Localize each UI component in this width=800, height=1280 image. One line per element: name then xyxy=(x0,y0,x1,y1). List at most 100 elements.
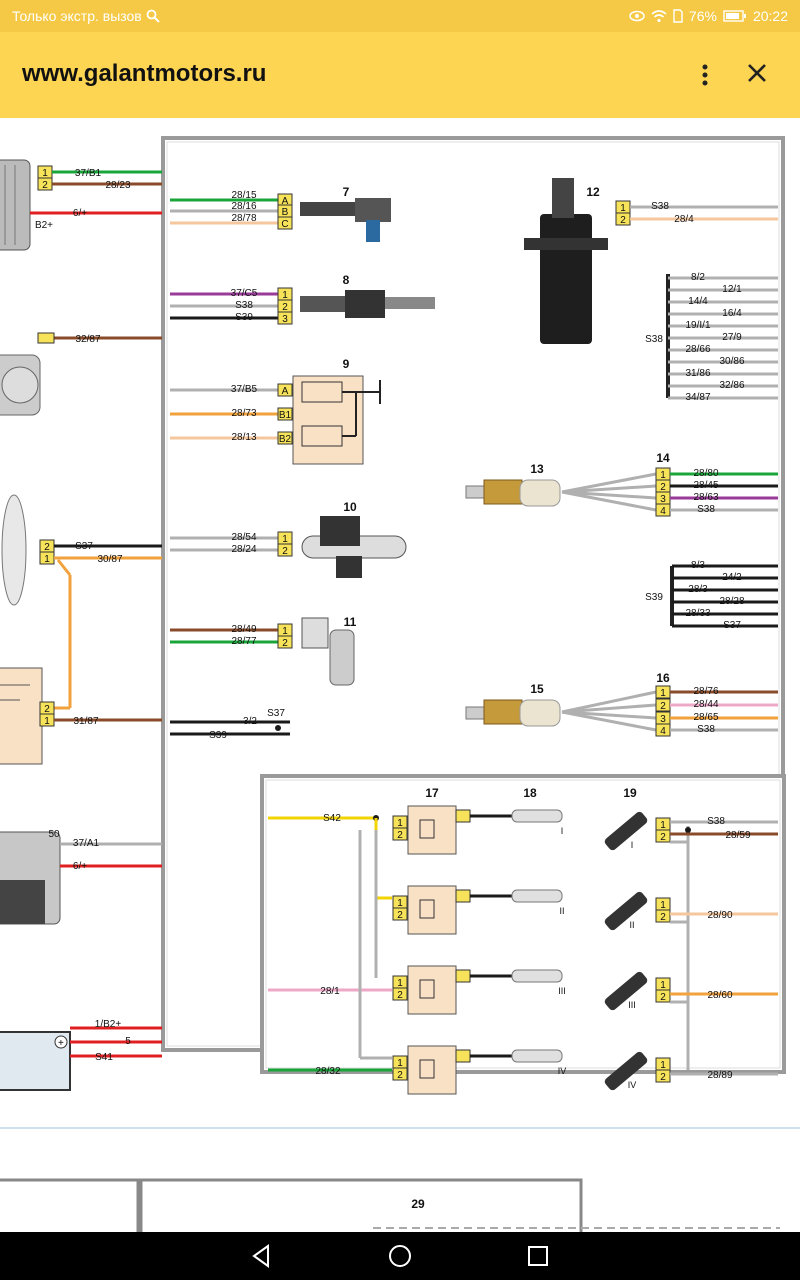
wire-label: 34/87 xyxy=(685,392,710,403)
wifi-icon xyxy=(651,10,667,23)
pin-label: 3 xyxy=(660,714,666,725)
wire-label: 28/13 xyxy=(231,432,256,443)
wire xyxy=(561,710,657,732)
wire-label: S38 xyxy=(235,300,253,311)
wire-label: 28/78 xyxy=(231,213,256,224)
connector-pin xyxy=(277,543,293,557)
sensor-13-body xyxy=(465,479,561,507)
wire-label: 28/15 xyxy=(231,190,256,201)
wire-label: 1/B2+ xyxy=(95,1019,122,1030)
pin-label: 2 xyxy=(42,180,48,191)
wire-label: S37 xyxy=(723,620,741,631)
cylinder-label: II xyxy=(629,920,634,930)
wire-label: 27/9 xyxy=(722,332,742,343)
wire-label: 28/3 xyxy=(688,584,708,595)
status-right: 76% 20:22 xyxy=(629,8,788,24)
component-number: 10 xyxy=(343,500,357,514)
wire-label: 28/33 xyxy=(685,608,710,619)
connector-pin xyxy=(455,969,471,983)
cylinder-label: III xyxy=(628,1000,636,1010)
wire-label: S42 xyxy=(323,813,341,824)
home-icon[interactable] xyxy=(384,1240,416,1272)
injector xyxy=(604,971,648,1011)
pin-label: 3 xyxy=(660,494,666,505)
cylinder-label: I xyxy=(631,840,634,850)
wire-label: 28/65 xyxy=(693,712,718,723)
pin-label: 1 xyxy=(397,1058,403,1069)
spark-plug xyxy=(511,809,563,823)
status-bar: Только экстр. вызов 76% 20:22 xyxy=(0,0,800,32)
pin-label: 2 xyxy=(660,912,666,923)
spark-plug xyxy=(511,969,563,983)
pin-label: 2 xyxy=(397,1070,403,1081)
wire xyxy=(561,472,657,494)
wire-label: S39 xyxy=(209,730,227,741)
component-number: 9 xyxy=(343,357,350,371)
kebab-menu-icon[interactable] xyxy=(690,58,720,92)
component-number: 8 xyxy=(343,273,350,287)
pin-label: 1 xyxy=(397,978,403,989)
wire-label: 32/87 xyxy=(75,334,100,345)
ignition-coil xyxy=(407,1045,457,1095)
wire-label: 28/24 xyxy=(231,544,256,555)
pin-label: 1 xyxy=(660,900,666,911)
wire-label: 28/59 xyxy=(725,830,750,841)
connector-pin xyxy=(277,216,293,230)
status-left: Только экстр. вызов xyxy=(12,8,160,24)
ignition-coil-12-body xyxy=(524,178,608,344)
wire-label: 28/16 xyxy=(231,201,256,212)
pin-label: B2 xyxy=(279,434,292,445)
pin-label: 2 xyxy=(397,910,403,921)
close-icon[interactable] xyxy=(740,56,774,90)
coil-symbol xyxy=(419,899,435,919)
wire-label: 37/C5 xyxy=(231,288,258,299)
connector-pin xyxy=(392,1067,408,1081)
page-url[interactable]: www.galantmotors.ru xyxy=(22,60,267,87)
wire-label: 24/2 xyxy=(722,572,742,583)
wire-label: S38 xyxy=(707,816,725,827)
wire xyxy=(561,710,657,720)
junction-label: S37 xyxy=(267,708,285,719)
connector-pin xyxy=(455,1049,471,1063)
wire-label: S38 xyxy=(697,724,715,735)
pin-label: 1 xyxy=(282,626,288,637)
wire-label: 28/1 xyxy=(320,986,340,997)
connector-pin xyxy=(277,407,293,421)
connector-pin xyxy=(37,332,55,344)
component-number: 14 xyxy=(656,451,670,465)
pin-label: 1 xyxy=(44,716,50,727)
component-number: 16 xyxy=(656,671,670,685)
pin-label: 2 xyxy=(397,990,403,1001)
injector xyxy=(604,811,648,851)
wire-label: 14/4 xyxy=(688,296,708,307)
battery: + xyxy=(0,1031,71,1091)
coil-symbol xyxy=(419,979,435,999)
connector-pin xyxy=(455,889,471,903)
pin-label: 4 xyxy=(660,726,666,737)
battery-icon xyxy=(723,10,746,22)
pin-label: 1 xyxy=(660,980,666,991)
wire-label: 3/2 xyxy=(243,716,257,727)
wire-label: 28/4 xyxy=(674,214,694,225)
connector-pin xyxy=(655,909,671,923)
pin-label: 1 xyxy=(660,470,666,481)
eye-icon xyxy=(629,10,645,22)
component-number: 19 xyxy=(623,786,637,800)
back-icon[interactable] xyxy=(246,1240,278,1272)
junction-dot xyxy=(685,827,691,833)
wire-label: 28/23 xyxy=(105,180,130,191)
recents-icon[interactable] xyxy=(522,1240,554,1272)
connector-pin xyxy=(277,383,293,397)
pin-label: A xyxy=(282,386,289,397)
sensor-7-body xyxy=(300,198,391,242)
web-content[interactable]: + xyxy=(0,118,800,1232)
component-number: 13 xyxy=(530,462,544,476)
wire-label: 28/66 xyxy=(685,344,710,355)
wire-label: 28/77 xyxy=(231,636,256,647)
pin-label: 1 xyxy=(44,554,50,565)
starter xyxy=(0,831,61,925)
wire-label: 28/32 xyxy=(315,1066,340,1077)
connector-pin xyxy=(277,311,293,325)
component-number: 12 xyxy=(586,185,600,199)
wire-label: 28/76 xyxy=(693,686,718,697)
